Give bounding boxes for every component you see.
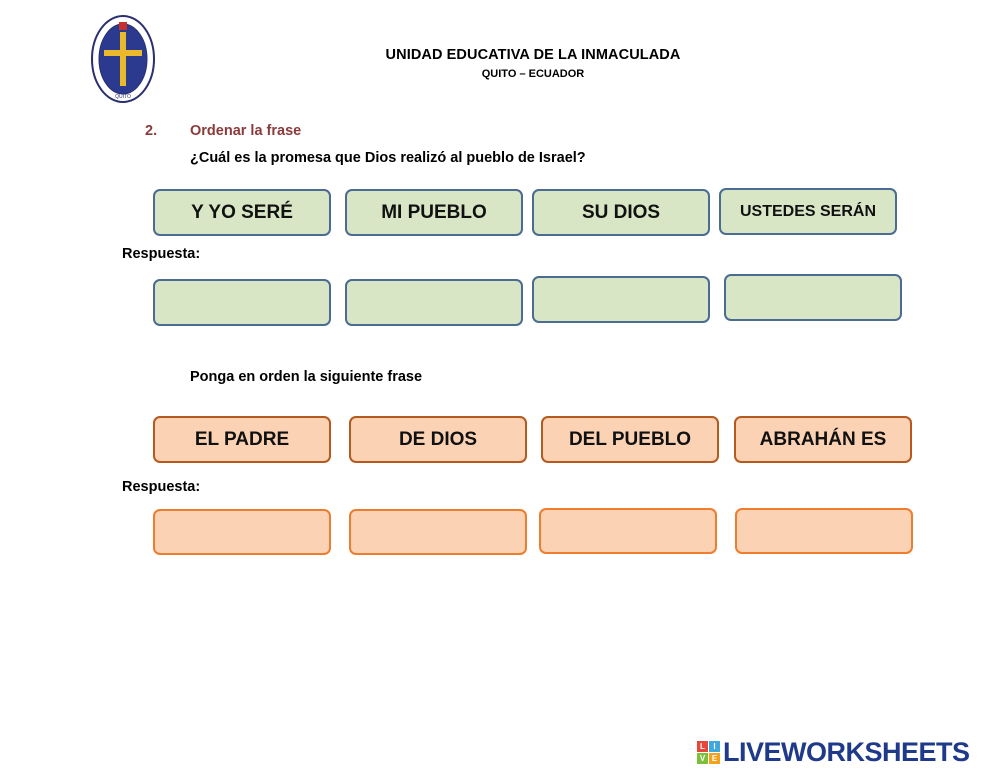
answer-slot-2[interactable] [345, 279, 523, 326]
answer-slot-1[interactable] [153, 279, 331, 326]
instruction-text: Ponga en orden la siguiente frase [190, 369, 423, 385]
school-city: QUITO – ECUADOR [481, 68, 585, 80]
answer-slot-3[interactable] [532, 276, 710, 323]
cube-letter: V [697, 752, 708, 764]
word-tile-label: MI PUEBLO [381, 201, 487, 223]
brand-cube-icon: L I V E [697, 740, 720, 764]
word-tile-8[interactable]: ABRAHÁN ES [734, 416, 912, 463]
word-tile-3[interactable]: SU DIOS [532, 189, 710, 236]
response-label-1: Respuesta: [122, 246, 201, 262]
question-text: ¿Cuál es la promesa que Dios realizó al … [190, 150, 586, 166]
section-number: 2. [145, 123, 158, 139]
brand-name: LIVEWORKSHEETS [723, 736, 970, 767]
response-label-2: Respuesta: [122, 479, 201, 495]
word-tile-4[interactable]: USTEDES SERÁN [719, 188, 897, 235]
word-tile-label: Y YO SERÉ [191, 201, 293, 223]
cube-letter: I [709, 740, 720, 752]
cube-letter: E [709, 752, 720, 764]
word-tile-7[interactable]: DEL PUEBLO [541, 416, 719, 463]
answer-slot-7[interactable] [539, 508, 717, 554]
word-tile-label: SU DIOS [581, 201, 661, 223]
liveworksheets-logo: L I V E LIVEWORKSHEETS [697, 737, 970, 767]
answer-slot-5[interactable] [153, 509, 331, 555]
word-tile-label: DEL PUEBLO [568, 428, 692, 450]
school-name: UNIDAD EDUCATIVA DE LA INMACULADA [385, 47, 681, 63]
word-tile-2[interactable]: MI PUEBLO [345, 189, 523, 236]
word-tile-label: DE DIOS [398, 428, 478, 450]
word-tile-1[interactable]: Y YO SERÉ [153, 189, 331, 236]
answer-slot-6[interactable] [349, 509, 527, 555]
answer-slot-4[interactable] [724, 274, 902, 321]
word-tile-label: EL PADRE [194, 428, 290, 450]
section-title: Ordenar la frase [190, 123, 302, 139]
word-tile-label: ABRAHÁN ES [759, 428, 887, 450]
cube-letter: L [697, 740, 708, 752]
word-tile-label: USTEDES SERÁN [739, 202, 877, 220]
word-tile-5[interactable]: EL PADRE [153, 416, 331, 463]
word-tile-6[interactable]: DE DIOS [349, 416, 527, 463]
school-seal-logo: QUITO [90, 14, 156, 104]
svg-text:QUITO: QUITO [115, 94, 131, 100]
answer-slot-8[interactable] [735, 508, 913, 554]
